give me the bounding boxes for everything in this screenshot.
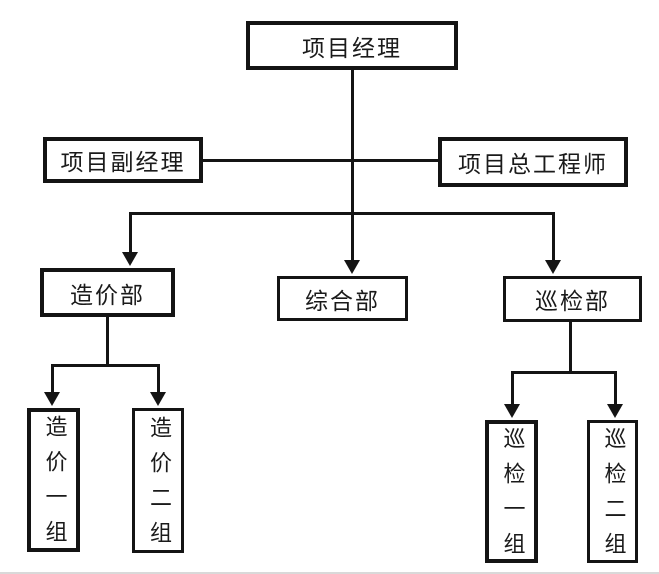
node-project-manager: 项目经理	[246, 21, 458, 70]
arrowhead-cost-group-1	[44, 392, 60, 406]
connector-drop-inspection-group-2	[614, 371, 617, 404]
node-inspection-department: 巡检部	[503, 276, 642, 322]
connector-inspection-groups-horizontal	[511, 371, 617, 374]
node-inspection-group-2: 巡检二组	[587, 420, 638, 567]
node-general-department: 综合部	[277, 276, 408, 321]
node-inspection-group-1: 巡检一组	[485, 420, 538, 567]
connector-drop-inspection-department	[552, 212, 555, 260]
connector-cost-department-stem	[106, 317, 109, 367]
connector-level2-horizontal	[203, 159, 438, 162]
node-chief-engineer: 项目总工程师	[438, 137, 628, 187]
connector-drop-cost-department	[129, 212, 132, 252]
connector-drop-inspection-group-1	[511, 371, 514, 404]
connector-drop-cost-group-2	[157, 364, 160, 392]
arrowhead-cost-department	[122, 252, 138, 266]
connector-inspection-department-stem	[569, 322, 572, 374]
node-cost-group-2: 造价二组	[132, 408, 184, 556]
connector-drop-cost-group-1	[51, 364, 54, 392]
arrowhead-inspection-department	[545, 260, 561, 274]
node-deputy-project-manager: 项目副经理	[43, 137, 203, 183]
arrowhead-inspection-group-1	[504, 404, 520, 418]
node-cost-department: 造价部	[40, 268, 175, 317]
arrowhead-inspection-group-2	[607, 404, 623, 418]
connector-trunk-vertical	[351, 68, 354, 260]
arrowhead-cost-group-2	[150, 392, 166, 406]
connector-cost-groups-horizontal	[51, 364, 160, 367]
arrowhead-general-department	[344, 260, 360, 274]
node-cost-group-1: 造价一组	[27, 408, 80, 555]
connector-distribution-horizontal	[129, 212, 555, 215]
